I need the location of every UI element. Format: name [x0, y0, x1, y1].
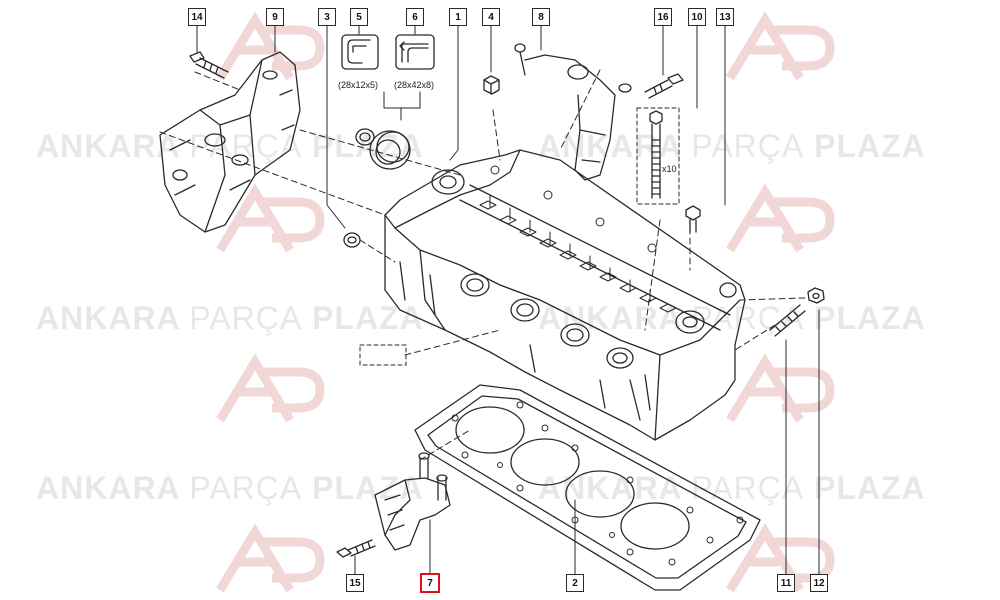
callout-4[interactable]: 4	[482, 8, 500, 26]
seal-6-dimension-label: (28x42x8)	[394, 80, 435, 90]
callout-7[interactable]: 7	[420, 573, 440, 593]
bolt-15	[336, 539, 376, 558]
leader-lines	[196, 25, 820, 577]
watermark-logo-icon-6	[726, 353, 835, 423]
engine-bracket-9	[159, 51, 301, 233]
callout-6[interactable]: 6	[406, 8, 424, 26]
callout-5[interactable]: 5	[350, 8, 368, 26]
bolt-14	[189, 51, 229, 79]
watermark-logo-icon-2	[726, 11, 835, 81]
plug-3	[343, 232, 361, 248]
bolt-16	[644, 73, 684, 99]
watermark-row-6: ANKARA PARÇA PLAZA	[538, 470, 926, 506]
head-bolt-10	[636, 107, 680, 205]
callout-1[interactable]: 1	[449, 8, 467, 26]
callout-10[interactable]: 10	[688, 8, 706, 26]
callout-16[interactable]: 16	[654, 8, 672, 26]
watermark-row-2: ANKARA PARÇA PLAZA	[538, 128, 926, 164]
bracket-7	[374, 452, 451, 551]
callout-15[interactable]: 15	[346, 574, 364, 592]
nut-12	[807, 287, 825, 304]
bolt-13	[685, 205, 701, 233]
head-gasket-2	[414, 384, 761, 591]
watermark-logo-icon-7	[216, 523, 325, 593]
callout-2[interactable]: 2	[566, 574, 584, 592]
callout-8[interactable]: 8	[532, 8, 550, 26]
watermark-logo-icon-5	[216, 353, 325, 423]
bolt-quantity-label: x10	[662, 164, 677, 174]
callout-13[interactable]: 13	[716, 8, 734, 26]
placeholder-part-box	[359, 344, 407, 366]
watermark-row-3: ANKARA PARÇA PLAZA	[36, 300, 424, 336]
watermark-logo-icon-3	[216, 183, 325, 253]
watermark-row-1: ANKARA PARÇA PLAZA	[36, 128, 424, 164]
callout-9[interactable]: 9	[266, 8, 284, 26]
callout-12[interactable]: 12	[810, 574, 828, 592]
watermark-logo-icon-4	[726, 183, 835, 253]
callout-11[interactable]: 11	[777, 574, 795, 592]
seal-5	[341, 34, 379, 146]
watermark-logo-icon-1	[216, 11, 325, 81]
callout-14[interactable]: 14	[188, 8, 206, 26]
dashed-assembly-lines	[159, 69, 806, 461]
cylinder-head-1	[384, 149, 746, 441]
rocker-details	[479, 165, 677, 313]
watermark-row-5: ANKARA PARÇA PLAZA	[36, 470, 424, 506]
seal-5-dimension-label: (28x12x5)	[338, 80, 379, 90]
callout-3[interactable]: 3	[318, 8, 336, 26]
nut-4	[483, 75, 500, 95]
watermark-logos	[216, 11, 835, 593]
lifting-eye-8	[514, 43, 632, 181]
seal-6	[369, 34, 435, 170]
stud-11	[769, 304, 806, 337]
